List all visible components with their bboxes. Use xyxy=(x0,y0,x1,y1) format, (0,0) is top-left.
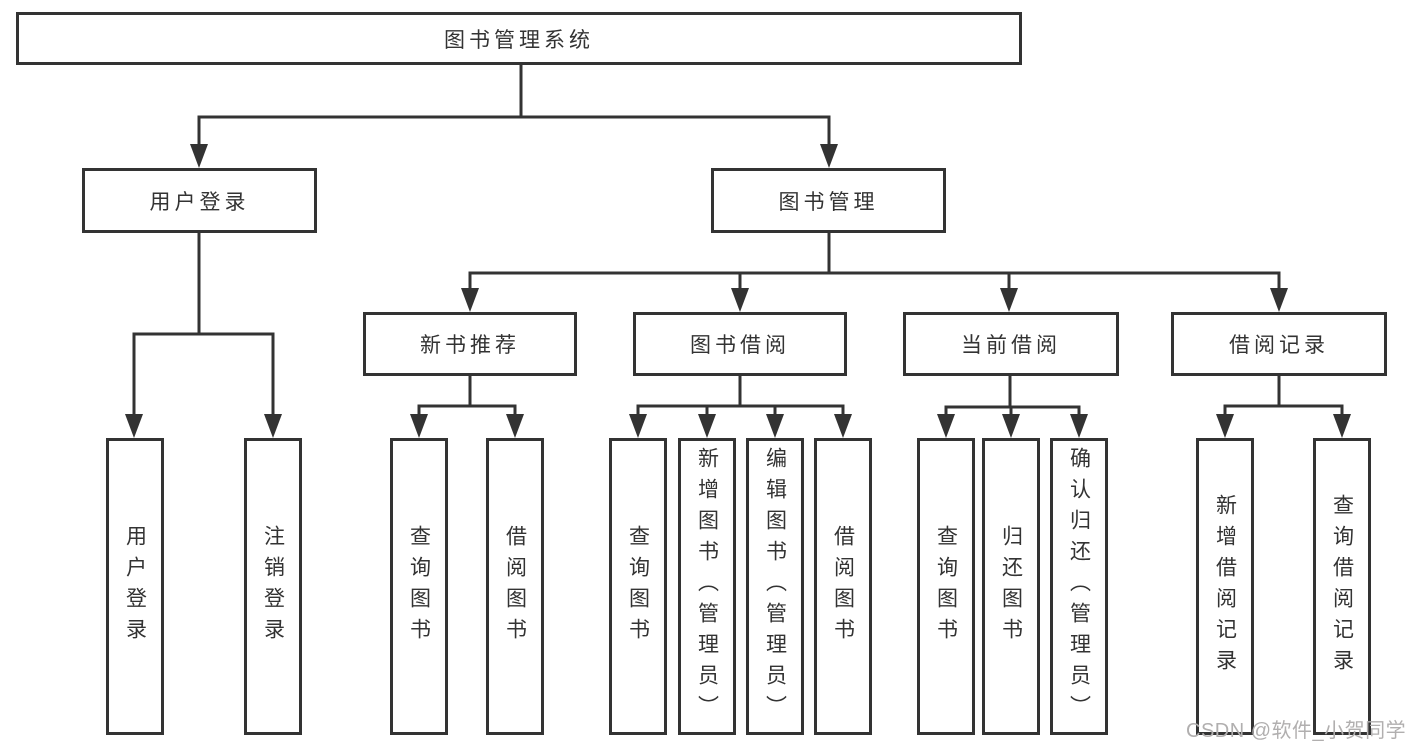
leaf-borrow-books: 借阅图书 xyxy=(814,438,872,735)
leaf-logout-login-label: 注销登录 xyxy=(261,524,285,649)
arrow-down-icon xyxy=(1270,288,1288,312)
leaf-add-book-admin: 新增图书（管理员） xyxy=(678,438,736,735)
arrow-down-icon xyxy=(834,414,852,438)
connector-user-login xyxy=(132,233,275,420)
leaf-query-books-borrow: 查询图书 xyxy=(609,438,667,735)
arrow-down-icon xyxy=(1002,414,1020,438)
leaf-confirm-return-admin-label: 确认归还（管理员） xyxy=(1067,447,1091,726)
leaf-user-login: 用户登录 xyxy=(106,438,164,735)
node-current-borrow-label: 当前借阅 xyxy=(961,334,1061,357)
arrow-down-icon xyxy=(937,414,955,438)
node-book-management-label: 图书管理 xyxy=(778,190,879,214)
connector-current-borrow xyxy=(944,376,1081,420)
node-book-borrow: 图书借阅 xyxy=(633,312,847,376)
arrow-down-icon xyxy=(1216,414,1234,438)
leaf-borrow-books-recommend: 借阅图书 xyxy=(486,438,544,735)
node-borrow-records-label: 借阅记录 xyxy=(1229,334,1329,357)
leaf-add-borrow-record-label: 新增借阅记录 xyxy=(1213,493,1237,680)
leaf-query-books-recommend: 查询图书 xyxy=(390,438,448,735)
connector-new-book-recommend xyxy=(417,376,517,420)
node-borrow-records: 借阅记录 xyxy=(1171,312,1387,376)
leaf-query-borrow-record-label: 查询借阅记录 xyxy=(1330,493,1354,680)
leaf-query-books-recommend-label: 查询图书 xyxy=(407,524,431,649)
node-current-borrow: 当前借阅 xyxy=(903,312,1119,376)
leaf-confirm-return-admin: 确认归还（管理员） xyxy=(1050,438,1108,735)
leaf-edit-book-admin-label: 编辑图书（管理员） xyxy=(763,447,787,726)
node-library-system-label: 图书管理系统 xyxy=(444,28,594,52)
node-book-management: 图书管理 xyxy=(711,168,946,233)
connector-book-management xyxy=(468,233,1281,294)
leaf-return-book: 归还图书 xyxy=(982,438,1040,735)
leaf-user-login-label: 用户登录 xyxy=(123,524,147,649)
arrow-down-icon xyxy=(1000,288,1018,312)
leaf-logout-login: 注销登录 xyxy=(244,438,302,735)
node-user-login: 用户登录 xyxy=(82,168,317,233)
node-new-book-recommend-label: 新书推荐 xyxy=(420,334,520,357)
arrow-down-icon xyxy=(264,414,282,438)
connector-borrow-records xyxy=(1223,376,1344,420)
node-user-login-label: 用户登录 xyxy=(149,190,250,214)
node-new-book-recommend: 新书推荐 xyxy=(363,312,577,376)
node-library-system: 图书管理系统 xyxy=(16,12,1022,65)
connector-book-borrow xyxy=(636,376,845,420)
leaf-borrow-books-recommend-label: 借阅图书 xyxy=(503,524,527,649)
arrow-down-icon xyxy=(766,414,784,438)
node-book-borrow-label: 图书借阅 xyxy=(690,334,790,357)
arrow-down-icon xyxy=(698,414,716,438)
csdn-watermark: CSDN @软件_小贺同学 xyxy=(1186,720,1405,742)
arrow-down-icon xyxy=(461,288,479,312)
leaf-add-borrow-record: 新增借阅记录 xyxy=(1196,438,1254,735)
arrow-down-icon xyxy=(190,144,208,168)
leaf-query-books-borrow-label: 查询图书 xyxy=(626,524,650,649)
arrow-down-icon xyxy=(1333,414,1351,438)
leaf-borrow-books-label: 借阅图书 xyxy=(831,524,855,649)
leaf-edit-book-admin: 编辑图书（管理员） xyxy=(746,438,804,735)
arrow-down-icon xyxy=(629,414,647,438)
connector-root xyxy=(197,64,831,150)
arrow-down-icon xyxy=(410,414,428,438)
leaf-query-books-current-label: 查询图书 xyxy=(934,524,958,649)
arrow-down-icon xyxy=(506,414,524,438)
arrow-down-icon xyxy=(125,414,143,438)
leaf-query-borrow-record: 查询借阅记录 xyxy=(1313,438,1371,735)
arrow-down-icon xyxy=(1070,414,1088,438)
arrow-down-icon xyxy=(820,144,838,168)
arrow-down-icon xyxy=(731,288,749,312)
leaf-return-book-label: 归还图书 xyxy=(999,524,1023,649)
leaf-add-book-admin-label: 新增图书（管理员） xyxy=(695,447,719,726)
leaf-query-books-current: 查询图书 xyxy=(917,438,975,735)
